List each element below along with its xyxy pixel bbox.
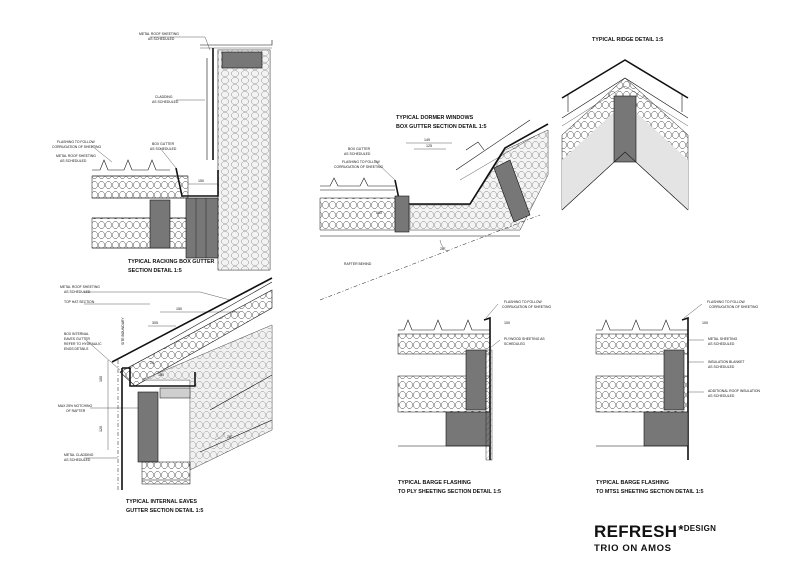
eaves-dim-305: 305	[152, 321, 158, 325]
racking-note-sheeting-2: AS SCHEDULED	[60, 159, 87, 163]
dormer-title-1: TYPICAL DORMER WINDOWS	[396, 115, 474, 121]
barge-mts-note-blanket-2: AS SCHEDULED	[708, 365, 735, 369]
dormer-dim-149: 149	[424, 138, 430, 142]
eaves-note-notching-1: MAX 25% NOTCHING	[58, 404, 92, 408]
eaves-dim-150b: 150	[158, 373, 164, 377]
logo-design: DESIGN	[683, 524, 717, 533]
eaves-note-metal-roof: METAL ROOF SHEETING	[60, 285, 100, 289]
eaves-note-box-1: BOX INTERNAL	[64, 332, 89, 336]
eaves-angle: 26°	[227, 435, 233, 439]
eaves-dim-120: 120	[99, 426, 103, 432]
dormer-dim-125: 125	[426, 144, 432, 148]
racking-note-flashing: FLASHING TO FOLLOW	[57, 140, 96, 144]
barge-ply-note-flashing-2: CORRUGATION OF SHEETING	[502, 305, 551, 309]
barge-ply-note-flashing: FLASHING TO FOLLOW	[504, 300, 543, 304]
detail-barge-ply: FLASHING TO FOLLOW CORRUGATION OF SHEETI…	[397, 300, 551, 495]
dormer-note-box-gutter-2: AS SCHEDULED	[344, 152, 371, 156]
detail-dormer-box-gutter: 149 125 100 26° BOX GUTTER AS SCHEDULED …	[319, 115, 549, 301]
racking-note-box-gutter: BOX GUTTER	[152, 142, 175, 146]
barge-mts-note-metal: METAL SHEETING	[708, 337, 738, 341]
logo-brand-name: REFRESH	[594, 522, 678, 541]
eaves-note-box-3: REFER TO HYDRAULIC	[64, 342, 102, 346]
detail-ridge: TYPICAL RIDGE DETAIL 1:5	[561, 37, 689, 211]
racking-note-cladding: CLADDING	[155, 95, 173, 99]
barge-ply-note-plywood-2: SCHEDULED	[504, 342, 525, 346]
dormer-note-rafter: RAFTER BEHIND	[344, 262, 372, 266]
barge-ply-title-1: TYPICAL BARGE FLASHING	[398, 480, 471, 486]
eaves-dim-150: 150	[176, 307, 182, 311]
barge-mts-note-flashing-2: CORRUGATION OF SHEETING	[709, 305, 758, 309]
barge-mts-note-metal-2: AS SCHEDULED	[708, 342, 735, 346]
eaves-note-box-2: EAVES GUTTER	[64, 337, 90, 341]
racking-note-box-gutter-2: AS SCHEDULED	[150, 147, 177, 151]
eaves-dim-100: 100	[99, 376, 103, 382]
eaves-note-cladding-2: AS SCHEDULED	[64, 458, 91, 462]
racking-title-2: SECTION DETAIL 1:5	[128, 268, 182, 274]
racking-note-cladding-2: AS SCHEDULED	[152, 100, 179, 104]
eaves-note-top-hat: TOP HAT SECTION	[64, 300, 95, 304]
project-name: TRIO ON AMOS	[594, 543, 672, 554]
dormer-dim-100: 100	[376, 211, 382, 215]
detail-barge-mts: FLASHING TO FOLLOW CORRUGATION OF SHEETI…	[595, 300, 761, 495]
eaves-dim-20: 20	[150, 361, 154, 365]
eaves-title-2: GUTTER SECTION DETAIL 1:5	[126, 508, 203, 514]
eaves-note-box-4: ENGS DETAILS	[64, 347, 89, 351]
barge-mts-note-additional: ADDITIONAL ROOF INSULATION	[708, 389, 761, 393]
racking-note-metal-roof-2: AS SCHEDULED	[148, 37, 175, 41]
racking-note-flashing-2: CORRUGATION OF SHEETING	[52, 145, 101, 149]
barge-mts-note-blanket: INSULATION BLANKET	[708, 360, 745, 364]
barge-mts-title-2: TO MTS1 SHEETING SECTION DETAIL 1:5	[596, 489, 704, 495]
barge-mts-note-additional-2: AS SCHEDULED	[708, 394, 735, 398]
dormer-title-2: BOX GUTTER SECTION DETAIL 1:5	[396, 124, 487, 130]
ridge-title: TYPICAL RIDGE DETAIL 1:5	[592, 37, 663, 43]
logo-brand: REFRESH*DESIGN	[594, 520, 716, 540]
racking-dim-150: 150	[198, 179, 204, 183]
eaves-note-notching-2: OF RAFTER	[66, 409, 86, 413]
barge-mts-note-flashing: FLASHING TO FOLLOW	[707, 300, 746, 304]
dormer-note-flashing-2: CORRUGATION OF SHEETING	[334, 165, 383, 169]
dormer-note-flashing: FLASHING TO FOLLOW	[342, 160, 381, 164]
eaves-site-boundary: SITE BOUNDARY	[121, 317, 125, 345]
barge-ply-note-plywood: PLYWOOD SHEETING AS	[504, 337, 545, 341]
racking-title-1: TYPICAL RACKING BOX GUTTER	[128, 259, 215, 265]
racking-note-sheeting: METAL ROOF SHEETING	[56, 154, 96, 158]
eaves-note-metal-roof-2: AS SCHEDULED	[64, 290, 91, 294]
logo-star: *	[678, 522, 684, 537]
barge-mts-dim: 100	[702, 321, 708, 325]
detail-racking-box-gutter: METAL ROOF SHEETING AS SCHEDULED CLADDIN…	[52, 32, 273, 274]
refresh-design-logo: REFRESH*DESIGN TRIO ON AMOS	[594, 520, 716, 554]
barge-mts-title-1: TYPICAL BARGE FLASHING	[596, 480, 669, 486]
detail-internal-eaves-gutter: 150 305 20 150 100 120 26° SITE BOUNDARY…	[58, 277, 273, 514]
eaves-note-cladding-1: METAL CLADDING	[64, 453, 94, 457]
barge-ply-dim: 100	[504, 321, 510, 325]
racking-note-metal-roof: METAL ROOF SHEETING	[139, 32, 179, 36]
dormer-angle: 26°	[440, 247, 446, 251]
dormer-note-box-gutter: BOX GUTTER	[348, 147, 371, 151]
barge-ply-title-2: TO PLY SHEETING SECTION DETAIL 1:5	[398, 489, 501, 495]
eaves-title-1: TYPICAL INTERNAL EAVES	[126, 499, 197, 505]
